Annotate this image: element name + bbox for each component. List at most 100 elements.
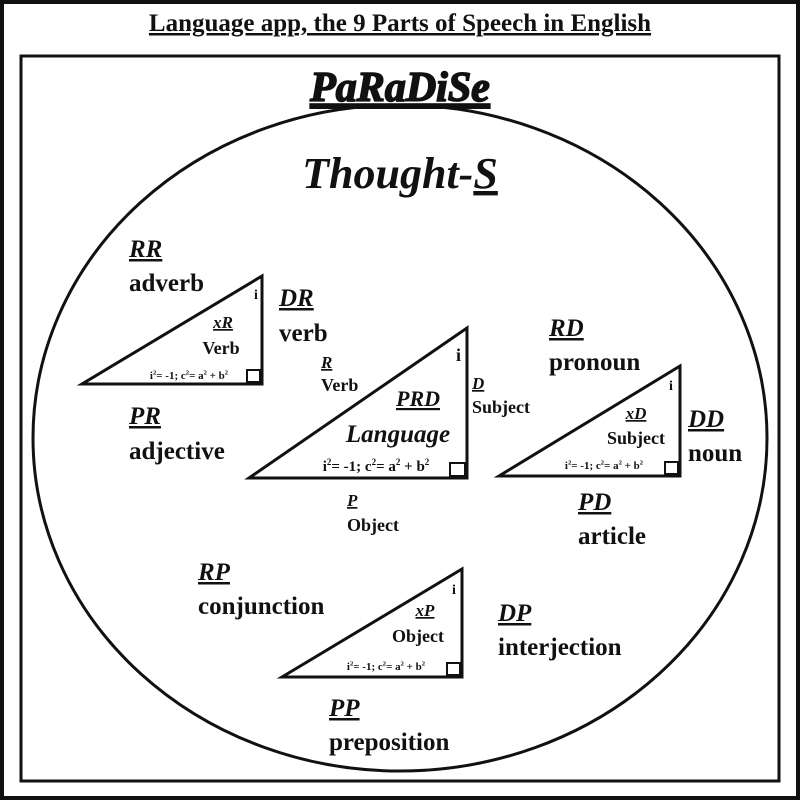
formula-exponent: 2 <box>225 370 229 377</box>
side-marker: i <box>456 345 461 365</box>
part-dp-code: DP <box>497 600 532 627</box>
part-pd-code: PD <box>577 489 611 516</box>
formula-part: + b <box>400 459 424 475</box>
formula-exponent: 2 <box>372 457 377 467</box>
part-pr-name: adjective <box>129 438 225 465</box>
formula-part: i <box>150 370 153 382</box>
part-pd-name: article <box>578 523 646 550</box>
part-rd-code: RD <box>548 315 584 342</box>
triangle-verb-code: xR <box>212 313 233 332</box>
part-pp-code: PP <box>328 695 360 722</box>
paradise-logo: PaRaDiSe <box>309 65 490 111</box>
title-prefix: Thought- <box>302 149 473 198</box>
formula-exponent: 2 <box>422 661 426 668</box>
formula-exponent: 2 <box>601 460 605 467</box>
formula-part: i <box>565 460 568 472</box>
triangle-object: i xP Object i2= -1; c2= a2 + b2 <box>276 566 464 679</box>
triangle-subject-shape <box>493 363 682 478</box>
triangle-object-code: xP <box>415 601 436 620</box>
triangle-language: i PRD Language i2= -1; c2= a2 + b2 <box>244 325 469 480</box>
part-dd-code: DD <box>687 406 724 433</box>
formula-part: = -1; c <box>331 459 372 475</box>
formula-text: i2= -1; c2= a2 + b2 <box>150 370 229 382</box>
formula-exponent: 2 <box>396 457 401 467</box>
part-dp: DP interjection <box>497 600 622 661</box>
formula-part: = a <box>386 661 401 673</box>
formula-exponent: 2 <box>204 370 208 377</box>
part-rr-code: RR <box>128 236 162 263</box>
formula-exponent: 2 <box>350 661 354 668</box>
triangle-subject: i xD Subject i2= -1; c2= a2 + b2 <box>493 363 682 478</box>
part-rp-name: conjunction <box>198 593 325 620</box>
triangle-verb-shape <box>76 273 264 386</box>
formula-exponent: 2 <box>383 661 387 668</box>
part-rr: RR adverb <box>128 236 204 297</box>
part-rp-code: RP <box>197 559 231 586</box>
label-p-name: Object <box>347 515 399 535</box>
label-r-name: Verb <box>321 375 358 395</box>
part-pd: PD article <box>577 489 646 550</box>
part-pr-code: PR <box>128 403 161 430</box>
formula-text: i2= -1; c2= a2 + b2 <box>347 661 426 673</box>
formula-part: + b <box>207 370 225 382</box>
part-rp: RP conjunction <box>197 559 325 620</box>
part-dr-name: verb <box>279 320 328 347</box>
triangle-subject-code: xD <box>625 404 647 423</box>
triangle-verb: i xR Verb i2= -1; c2= a2 + b2 <box>76 273 264 386</box>
side-marker: i <box>669 379 673 394</box>
formula-exponent: 2 <box>327 457 332 467</box>
formula-part: + b <box>622 460 640 472</box>
triangle-verb-name: Verb <box>202 338 239 358</box>
part-rd: RD pronoun <box>548 315 640 376</box>
formula-part: + b <box>404 661 422 673</box>
part-pp: PP preposition <box>328 695 449 756</box>
part-dp-name: interjection <box>498 634 622 661</box>
part-dd-name: noun <box>688 440 742 467</box>
inner-frame <box>19 54 781 783</box>
thought-s-title: Thought-S <box>302 149 498 198</box>
title-suffix: S <box>473 149 497 198</box>
formula-exponent: 2 <box>401 661 405 668</box>
formula-part: = -1; c <box>571 460 601 472</box>
formula-part: i <box>347 661 350 673</box>
right-angle-mark <box>664 461 679 475</box>
part-dr: DR verb <box>278 285 328 347</box>
right-angle-mark <box>446 662 461 676</box>
formula-part: i <box>323 459 327 475</box>
part-rr-name: adverb <box>129 270 204 297</box>
triangle-language-code: PRD <box>395 386 440 411</box>
formula-part: = a <box>189 370 204 382</box>
part-dd: DD noun <box>687 406 742 467</box>
thought-ellipse <box>31 103 769 773</box>
header-title: Language app, the 9 Parts of Speech in E… <box>149 10 651 37</box>
formula-part: = a <box>604 460 619 472</box>
formula-exponent: 2 <box>425 457 430 467</box>
formula-exponent: 2 <box>186 370 190 377</box>
formula-exponent: 2 <box>640 460 644 467</box>
formula-exponent: 2 <box>568 460 572 467</box>
side-marker: i <box>452 583 456 598</box>
triangle-object-shape <box>276 566 464 679</box>
part-pr: PR adjective <box>128 403 225 465</box>
label-d-code: D <box>471 374 484 393</box>
right-angle-mark <box>449 462 466 477</box>
formula-exponent: 2 <box>619 460 623 467</box>
formula-part: = a <box>376 459 396 475</box>
formula-text: i2= -1; c2= a2 + b2 <box>565 460 644 472</box>
label-d-name: Subject <box>472 397 530 417</box>
label-r-code: R <box>320 353 332 372</box>
formula-part: = -1; c <box>353 661 383 673</box>
triangle-language-shape <box>244 325 469 480</box>
triangle-object-name: Object <box>392 626 444 646</box>
side-marker: i <box>254 288 258 303</box>
part-pp-name: preposition <box>329 729 449 756</box>
part-dr-code: DR <box>278 285 314 312</box>
triangle-language-name: Language <box>345 421 450 448</box>
label-p-code: P <box>346 491 358 510</box>
part-rd-name: pronoun <box>549 349 640 376</box>
formula-text: i2= -1; c2= a2 + b2 <box>323 457 430 475</box>
formula-part: = -1; c <box>156 370 186 382</box>
triangle-subject-name: Subject <box>607 428 665 448</box>
